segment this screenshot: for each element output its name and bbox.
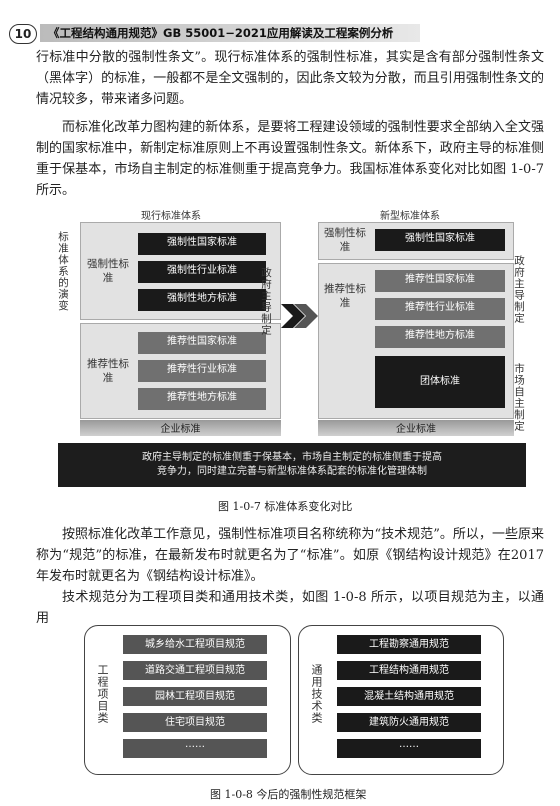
right-recommended-group: 推荐性标准 推荐性国家标准 推荐性行业标准 推荐性地方标准 团体标准 (318, 263, 514, 419)
evolution-label: 标准体系的演变 (57, 231, 69, 312)
right-mandatory-group: 强制性标准 强制性国家标准 (318, 222, 514, 260)
left-mandatory-item: 强制性行业标准 (138, 261, 266, 283)
paragraph-2: 而标准化改革力图构建的新体系，是要将工程建设领域的强制性要求全部纳入全文强制的国… (36, 120, 544, 198)
project-code-item: 城乡给水工程项目规范 (123, 635, 267, 654)
figure-summary-band: 政府主导制定的标准侧重于保基本，市场自主制定的标准侧重于提高 竞争力，同时建立完… (58, 443, 526, 487)
left-recommended-item: 推荐性国家标准 (138, 332, 266, 354)
current-system-title: 现行标准体系 (141, 211, 201, 222)
figure-2-caption: 图 1-0-8 今后的强制性规范框架 (210, 788, 367, 801)
project-category-label: 工程项目类 (96, 664, 109, 724)
paragraph-1: 行标准中分散的强制性条文”。现行标准体系的强制性标准，其实是含有部分强制性条文（… (36, 50, 544, 107)
right-recommended-label: 推荐性标准 (324, 283, 366, 309)
arrow-left-icon: ← (382, 24, 393, 39)
page-number: 10 (9, 24, 37, 44)
summary-line-2: 竞争力，同时建立完善与新型标准体系配套的标准化管理体制 (157, 466, 427, 477)
left-recommended-label: 推荐性标准 (87, 358, 129, 384)
figure-mandatory-code-framework: 工程项目类 城乡给水工程项目规范 道路交通工程项目规范 园林工程项目规范 住宅项… (84, 625, 542, 780)
right-mandatory-label: 强制性标准 (324, 227, 366, 253)
paragraph-3: 按照标准化改革工作意见，强制性标准项目名称统称为“技术规范”。所以，一些原来称为… (36, 527, 544, 584)
right-enterprise-standard: 企业标准 (318, 420, 514, 436)
general-code-item: 混凝土结构通用规范 (337, 687, 481, 706)
book-title: 《工程结构通用规范》GB 55001−2021应用解读及工程案例分析 (48, 26, 394, 40)
right-mandatory-item: 强制性国家标准 (375, 229, 505, 251)
general-code-item: 工程结构通用规范 (337, 661, 481, 680)
new-system-title: 新型标准体系 (380, 211, 440, 222)
left-recommended-item: 推荐性地方标准 (138, 388, 266, 410)
general-code-item: 建筑防火通用规范 (337, 713, 481, 732)
right-gov-led-label: 政府主导制定 (513, 255, 525, 324)
left-enterprise-standard: 企业标准 (80, 420, 281, 436)
left-recommended-group: 推荐性标准 推荐性国家标准 推荐性行业标准 推荐性地方标准 (80, 323, 281, 419)
project-code-item: …… (123, 739, 267, 758)
general-code-item: …… (337, 739, 481, 758)
left-mandatory-label: 强制性标准 (87, 258, 129, 284)
right-recommended-item: 推荐性行业标准 (375, 298, 505, 320)
project-codes-box: 工程项目类 城乡给水工程项目规范 道路交通工程项目规范 园林工程项目规范 住宅项… (84, 625, 291, 775)
summary-line-1: 政府主导制定的标准侧重于保基本，市场自主制定的标准侧重于提高 (142, 452, 442, 463)
header-bar (40, 24, 420, 42)
group-standard-item: 团体标准 (375, 356, 505, 408)
general-category-label: 通用技术类 (310, 664, 323, 724)
general-codes-box: 通用技术类 工程勘察通用规范 工程结构通用规范 混凝土结构通用规范 建筑防火通用… (298, 625, 504, 775)
project-code-item: 道路交通工程项目规范 (123, 661, 267, 680)
project-code-item: 住宅项目规范 (123, 713, 267, 732)
left-recommended-item: 推荐性行业标准 (138, 360, 266, 382)
left-mandatory-item: 强制性地方标准 (138, 289, 266, 311)
market-led-label: 市场自主制定 (513, 363, 525, 432)
figure-standard-system-comparison: 现行标准体系 新型标准体系 标准体系的演变 强制性标准 强制性国家标准 强制性行… (57, 205, 542, 490)
figure-1-caption: 图 1-0-7 标准体系变化对比 (218, 500, 353, 513)
paragraph-4: 技术规范分为工程项目类和通用技术类，如图 1-0-8 所示，以项目规范为主，以通… (36, 590, 544, 626)
right-recommended-item: 推荐性国家标准 (375, 270, 505, 292)
double-chevron-right-icon (281, 304, 318, 328)
general-code-item: 工程勘察通用规范 (337, 635, 481, 654)
gov-led-label: 政府主导制定 (260, 267, 272, 336)
page-header: 10 《工程结构通用规范》GB 55001−2021应用解读及工程案例分析 ← (0, 0, 560, 44)
right-recommended-item: 推荐性地方标准 (375, 326, 505, 348)
left-mandatory-item: 强制性国家标准 (138, 233, 266, 255)
left-mandatory-group: 强制性标准 强制性国家标准 强制性行业标准 强制性地方标准 (80, 222, 281, 320)
project-code-item: 园林工程项目规范 (123, 687, 267, 706)
